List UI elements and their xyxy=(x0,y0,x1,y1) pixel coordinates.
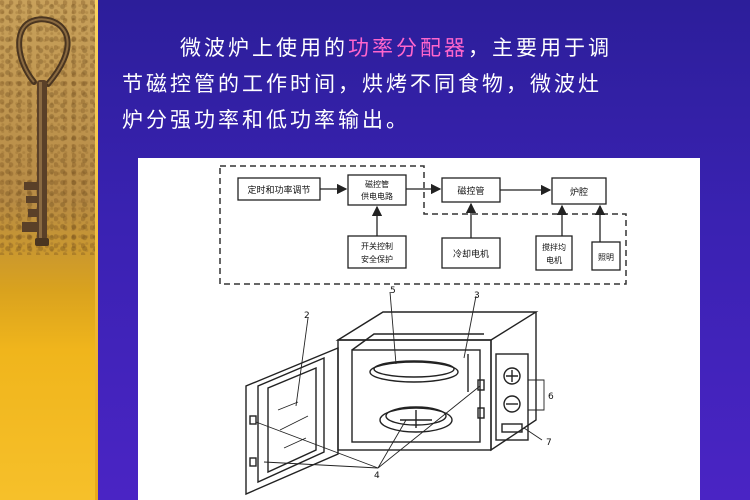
callout-leaders xyxy=(255,291,545,469)
block-timer-label: 定时和功率调节 xyxy=(247,184,310,196)
block-safety-label-1: 开关控制 xyxy=(361,241,393,251)
slide-line-2: 节磁控管的工作时间，烘烤不同食物，微波灶 xyxy=(122,72,602,96)
callout-2: 2 xyxy=(304,311,310,321)
callout-6: 6 xyxy=(548,392,554,402)
callout-3: 3 xyxy=(474,291,480,301)
dashed-boundary xyxy=(219,165,627,285)
block-supply-label-2: 供电电路 xyxy=(361,191,393,201)
stone-texture xyxy=(0,0,95,255)
callout-5: 5 xyxy=(390,286,396,296)
block-magnetron-supply: 磁控管 供电电路 xyxy=(347,174,407,206)
slide-line-3: 炉分强功率和低功率输出。 xyxy=(122,108,410,132)
line1-part-b: ，主要用于调 xyxy=(468,36,612,60)
slide-line-1: 微波炉上使用的功率分配器，主要用于调 xyxy=(122,30,722,66)
slide-text: 微波炉上使用的功率分配器，主要用于调 节磁控管的工作时间，烘烤不同食物，微波灶 … xyxy=(122,30,722,138)
callout-7: 7 xyxy=(546,438,552,448)
block-safety: 开关控制 安全保护 xyxy=(347,235,407,269)
block-supply-label-1: 磁控管 xyxy=(365,179,389,189)
block-cavity-label: 炉腔 xyxy=(570,186,588,198)
line1-part-a: 微波炉上使用的 xyxy=(180,36,348,60)
highlight-term: 功率分配器 xyxy=(348,36,468,60)
callout-4: 4 xyxy=(374,471,380,481)
decorative-side-strip xyxy=(0,0,95,500)
block-cooling-label: 冷却电机 xyxy=(453,248,489,260)
block-magnetron-label: 磁控管 xyxy=(457,185,484,197)
block-stirrer-label-1: 搅拌均 xyxy=(542,242,566,252)
block-stirrer: 搅拌均 电机 xyxy=(535,235,573,271)
block-timer: 定时和功率调节 xyxy=(237,177,321,201)
microwave-figure: 定时和功率调节 磁控管 供电电路 磁控管 炉腔 开关控制 安全保护 冷却电机 xyxy=(138,158,700,500)
block-light-label: 照明 xyxy=(598,253,614,262)
microwave-oven-drawing xyxy=(245,311,539,496)
strip-divider xyxy=(95,0,98,500)
block-cooling: 冷却电机 xyxy=(441,237,501,269)
figure-svg: 定时和功率调节 磁控管 供电电路 磁控管 炉腔 开关控制 安全保护 冷却电机 xyxy=(219,165,627,496)
block-magnetron: 磁控管 xyxy=(441,177,501,203)
block-stirrer-label-2: 电机 xyxy=(546,255,562,265)
key-icon xyxy=(16,16,71,246)
block-cavity: 炉腔 xyxy=(551,177,607,205)
block-safety-label-2: 安全保护 xyxy=(361,254,393,264)
block-light: 照明 xyxy=(591,241,621,271)
